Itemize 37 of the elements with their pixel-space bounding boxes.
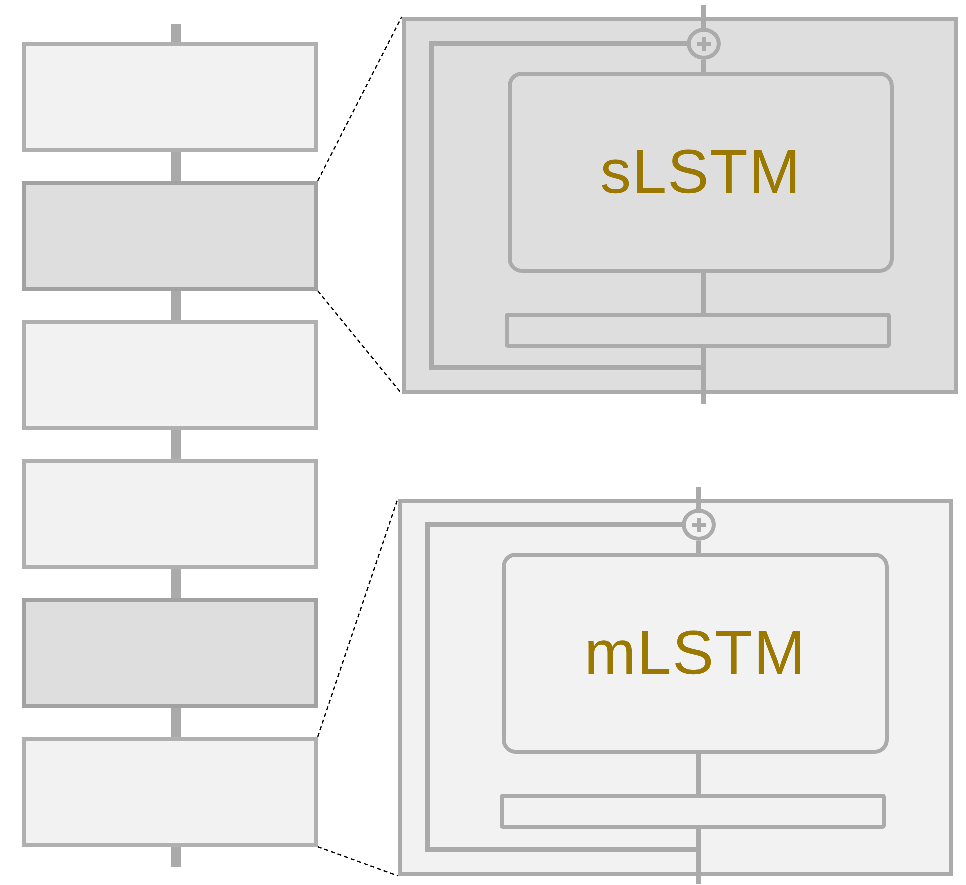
layer-block — [22, 320, 318, 430]
zoom-guide-line — [318, 846, 398, 877]
circle-node — [687, 28, 721, 60]
layer-block — [22, 42, 318, 152]
layer-block — [22, 181, 318, 291]
connector-line — [171, 152, 181, 181]
block-detail-panel — [398, 499, 953, 876]
connector-line — [696, 829, 702, 884]
connector-line — [696, 487, 702, 509]
horizontal-bar — [505, 313, 891, 348]
layer-label: sLSTM — [600, 142, 802, 204]
layer-block — [22, 459, 318, 569]
layer-box — [502, 553, 889, 754]
connector-line — [696, 754, 702, 794]
horizontal-bar — [500, 794, 886, 829]
connector-line — [171, 708, 181, 737]
connector-line — [702, 5, 706, 28]
zoom-guide-line — [317, 16, 403, 182]
layer-box — [508, 72, 894, 273]
connector-line — [702, 60, 706, 72]
skip-connection-line — [426, 522, 699, 852]
connector-line — [171, 430, 181, 459]
zoom-guide-line — [317, 498, 399, 738]
connector-line — [702, 273, 706, 313]
layer-block — [22, 598, 318, 708]
connector-line — [171, 291, 181, 320]
zoom-guide-line — [318, 290, 402, 394]
connector-line — [696, 541, 702, 553]
connector-line — [171, 847, 181, 867]
block-detail-panel — [402, 17, 958, 394]
connector-line — [171, 569, 181, 598]
connector-line — [702, 348, 706, 404]
circle-node — [682, 509, 716, 541]
connector-line — [171, 24, 181, 42]
skip-connection-line — [430, 42, 704, 370]
layer-label: mLSTM — [584, 622, 806, 684]
layer-block — [22, 737, 318, 847]
